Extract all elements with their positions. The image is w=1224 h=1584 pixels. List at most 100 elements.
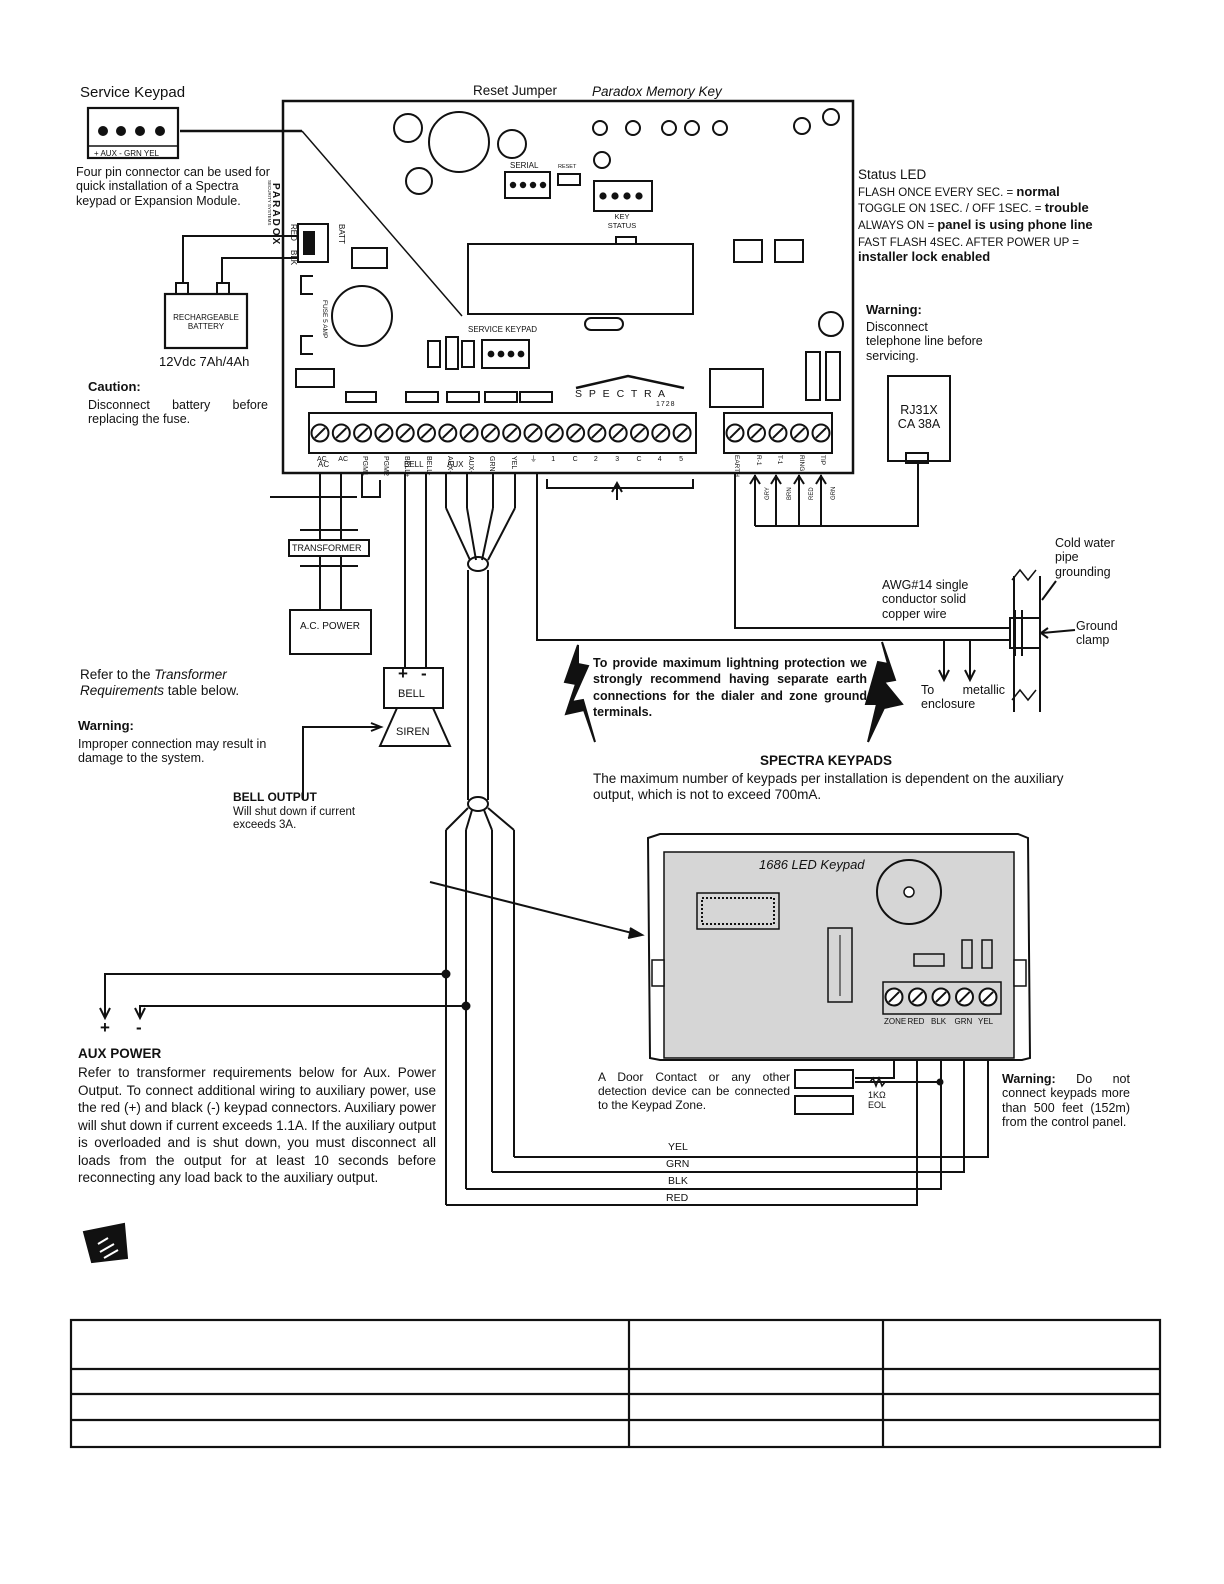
service-keypad-board-label: SERVICE KEYPAD — [468, 325, 538, 334]
keypad-1686 — [646, 833, 1032, 1061]
battery-label: RECHARGEABLE BATTERY — [173, 313, 239, 332]
terminal-label: 2 — [593, 456, 598, 463]
wire-label-blk: BLK — [668, 1175, 688, 1187]
bell-minus: - — [421, 664, 427, 683]
terminal-label: PGM2 — [381, 456, 389, 476]
keypad-terminal-label: ZONE — [884, 1017, 907, 1026]
status-led-line-4: FAST FLASH 4SEC. AFTER POWER UP = — [858, 237, 1080, 249]
hand-note-icon — [82, 1222, 129, 1264]
model-label: 1728 — [656, 401, 676, 408]
terminal-label: AUX- — [467, 456, 475, 473]
spectra-logo: S P E C T R A — [575, 388, 667, 400]
lightning-bolt-left — [563, 644, 596, 743]
wire-label-grn: GRN — [666, 1158, 690, 1170]
status-led-line-3: ALWAYS ON = panel is using phone line — [858, 217, 1093, 232]
status-led-line-2: TOGGLE ON 1SEC. / OFF 1SEC. = trouble — [858, 200, 1089, 215]
batt-label: BATT — [337, 224, 346, 244]
metallic-enclosure-label: To metallic enclosure — [921, 683, 1005, 712]
rj31x-jack — [887, 375, 951, 462]
service-keypad-title: Service Keypad — [80, 84, 186, 101]
terminal-label: 4 — [657, 456, 662, 463]
ac-power — [289, 609, 372, 655]
terminal-label: R-1 — [754, 455, 762, 466]
service-keypad-connector — [86, 106, 180, 160]
terminal-label: C — [636, 456, 642, 463]
status-led-line-1: FLASH ONCE EVERY SEC. = normal — [858, 184, 1060, 199]
blk-label: BLK — [289, 250, 298, 266]
transformer-label: TRANSFORMER — [292, 543, 362, 553]
service-keypad-note: Four pin connector can be used for quick… — [76, 165, 270, 208]
rj31x-label: RJ31X CA 38A — [897, 403, 941, 432]
door-contact-note: A Door Contact or any other detection de… — [598, 1070, 790, 1112]
warning-phone-text: Disconnect telephone line before servici… — [866, 320, 983, 363]
wire-label-yel: YEL — [668, 1141, 688, 1153]
warning-phone-title: Warning: — [866, 302, 922, 317]
awg-wire-label: AWG#14 single conductor solid copper wir… — [882, 578, 969, 621]
terminal-strip-telephone — [723, 412, 833, 454]
terminal-label: 5 — [679, 456, 683, 463]
lightning-bolt-right — [864, 641, 904, 743]
transformer — [288, 539, 370, 557]
siren-label: SIREN — [396, 726, 430, 738]
spectra-keypads-text: The maximum number of keypads per instal… — [593, 771, 1064, 802]
aux-plus: + — [100, 1018, 110, 1037]
eol-label: 1KΩ EOL — [868, 1090, 887, 1111]
terminal-label: 1 — [551, 456, 556, 463]
serial-label: SERIAL — [510, 161, 539, 170]
keypad-terminal-label: BLK — [931, 1017, 947, 1026]
terminal-label: BELL- — [424, 456, 432, 476]
terminal-label: PGM1 — [360, 456, 368, 476]
aux-power-title: AUX POWER — [78, 1046, 162, 1061]
key-status-label: KEY STATUS — [607, 212, 637, 230]
line-wire-label: BRN — [787, 487, 793, 500]
caution-title: Caution: — [88, 379, 141, 394]
terminal-label: YEL — [509, 456, 517, 470]
group-ac-label: AC — [318, 460, 330, 469]
spectra-keypads-title: SPECTRA KEYPADS — [760, 753, 893, 768]
warning-keypads: Warning: Do not connect keypads more tha… — [1002, 1072, 1130, 1130]
wire-label-red: RED — [666, 1192, 689, 1204]
red-label: RED — [289, 224, 298, 241]
reset-jumper-label: Reset Jumper — [473, 83, 558, 98]
transformer-ref: Refer to the Transformer Requirements ta… — [80, 667, 240, 698]
bell-output-text: Will shut down if current exceeds 3A. — [233, 806, 356, 832]
warning-improper-title: Warning: — [78, 718, 134, 733]
group-bell-label: BELL — [404, 460, 424, 469]
caution-text: Disconnect battery before replacing the … — [88, 398, 268, 427]
cold-water-label: Cold water pipe grounding — [1055, 536, 1115, 579]
siren — [378, 707, 452, 747]
aux-minus: - — [136, 1018, 142, 1037]
keypad-terminal-label: GRN — [954, 1017, 973, 1026]
terminal-label: EARTH — [733, 455, 740, 477]
terminal-label: TIP — [819, 455, 826, 466]
control-panel-board — [281, 99, 855, 475]
service-keypad-pin-labels: + AUX - GRN YEL — [94, 149, 159, 158]
bell-output-title: BELL OUTPUT — [233, 790, 317, 804]
lightning-note: To provide maximum lightning protection … — [593, 656, 867, 719]
status-led-title: Status LED — [858, 167, 927, 182]
line-wire-label: GRY — [765, 487, 771, 500]
terminal-label: ⏚ — [530, 456, 537, 463]
ac-power-label: A.C. POWER — [299, 621, 360, 632]
transformer-table — [69, 1318, 1162, 1449]
bell-plus: + — [398, 664, 408, 683]
keypad-terminal-label: RED — [907, 1017, 925, 1026]
line-wire-label: RED — [809, 487, 815, 500]
terminal-strip-main — [308, 412, 697, 454]
terminal-label: AC — [338, 456, 349, 463]
terminal-label: AC — [317, 456, 327, 463]
keypad-terminal-label: YEL — [978, 1017, 994, 1026]
aux-power-text: Refer to transformer requirements below … — [78, 1065, 436, 1186]
terminal-label: T-1 — [776, 455, 783, 465]
memory-key-label: Paradox Memory Key — [592, 84, 722, 99]
battery-spec: 12Vdc 7Ah/4Ah — [159, 354, 250, 369]
terminal-label: GRN — [488, 456, 496, 472]
ground-clamp-label: Ground clamp — [1076, 619, 1118, 648]
group-aux-label: AUX — [447, 460, 464, 469]
bell-label: BELL — [398, 688, 425, 700]
line-wire-label: GRN — [831, 486, 837, 500]
terminal-label: 3 — [615, 456, 620, 463]
status-led-line-5: installer lock enabled — [858, 249, 991, 264]
keypad-model-label: 1686 LED Keypad — [759, 857, 865, 872]
